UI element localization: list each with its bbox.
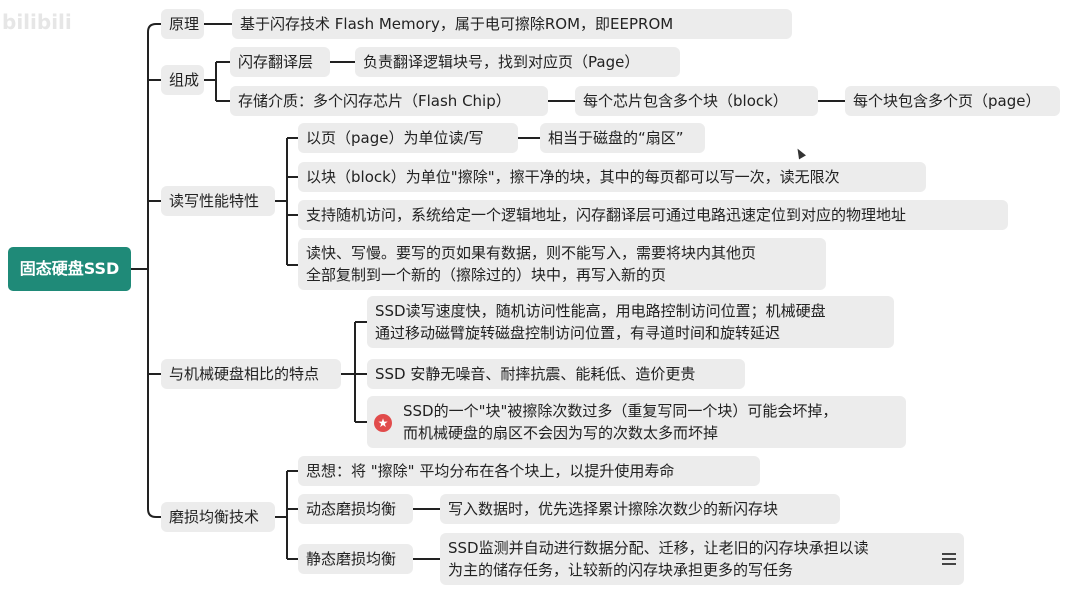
ftl-detail[interactable]: 负责翻译逻辑块号，找到对应页（Page）	[355, 47, 680, 77]
menu-icon[interactable]	[942, 553, 956, 565]
chip-node[interactable]: 每个芯片包含多个块（block）	[575, 86, 818, 116]
ftl-detail-text: 负责翻译逻辑块号，找到对应页（Page）	[363, 53, 640, 71]
block-erase-node[interactable]: 以块（block）为单位"擦除"，擦干净的块，其中的每页都可以写一次，读无限次	[298, 162, 926, 192]
speed-node[interactable]: SSD读写速度快，随机访问性能高，用电路控制访问位置；机械硬盘 通过移动磁臂旋转…	[367, 296, 894, 348]
static-detail-line-2: 为主的储存任务，让较新的闪存块承担更多的写任务	[448, 561, 794, 579]
medium-node[interactable]: 存储介质：多个闪存芯片（Flash Chip）	[230, 86, 548, 116]
read-fast-line-1: 读快、写慢。要写的页如果有数据，则不能写入，需要将块内其他页	[306, 244, 757, 262]
block-erase-text: 以块（block）为单位"擦除"，擦干净的块，其中的每页都可以写一次，读无限次	[306, 168, 840, 186]
branch-rw-label: 读写性能特性	[169, 192, 260, 210]
branch-rw[interactable]: 读写性能特性	[161, 186, 275, 216]
page-rw-node[interactable]: 以页（page）为单位读/写	[298, 123, 518, 153]
branch-principle-label: 原理	[169, 15, 200, 33]
idea-text: 思想：将 "擦除" 平均分布在各个块上，以提升使用寿命	[306, 462, 675, 480]
principle-detail[interactable]: 基于闪存技术 Flash Memory，属于电可擦除ROM，即EEPROM	[232, 9, 792, 39]
quiet-text: SSD 安静无噪音、耐摔抗震、能耗低、造价更贵	[375, 365, 696, 383]
page-rw-detail-text: 相当于磁盘的“扇区”	[548, 129, 684, 147]
static-node[interactable]: 静态磨损均衡	[298, 544, 413, 574]
watermark: bilibili	[2, 10, 72, 34]
wear-line-2: 而机械硬盘的扇区不会因为写的次数太多而坏掉	[403, 424, 719, 442]
page-rw-detail[interactable]: 相当于磁盘的“扇区”	[540, 123, 705, 153]
block-text: 每个块包含多个页（page）	[853, 92, 1041, 110]
root-label: 固态硬盘SSD	[19, 259, 120, 278]
branch-compare-label: 与机械硬盘相比的特点	[169, 365, 320, 383]
static-detail-line-1: SSD监测并自动进行数据分配、迁移，让老旧的闪存块承担以读	[448, 539, 869, 557]
branch-composition[interactable]: 组成	[161, 65, 204, 95]
dynamic-detail-text: 写入数据时，优先选择累计擦除次数少的新闪存块	[448, 500, 779, 518]
speed-line-2: 通过移动磁臂旋转磁盘控制访问位置，有寻道时间和旋转延迟	[375, 324, 781, 342]
dynamic-node[interactable]: 动态磨损均衡	[298, 494, 413, 524]
quiet-node[interactable]: SSD 安静无噪音、耐摔抗震、能耗低、造价更贵	[367, 359, 745, 389]
branch-wearlevel[interactable]: 磨损均衡技术	[161, 502, 275, 532]
static-label: 静态磨损均衡	[306, 550, 397, 568]
speed-line-1: SSD读写速度快，随机访问性能高，用电路控制访问位置；机械硬盘	[375, 302, 826, 320]
branch-compare[interactable]: 与机械硬盘相比的特点	[161, 359, 341, 389]
branch-composition-label: 组成	[169, 71, 200, 89]
random-access-text: 支持随机访问，系统给定一个逻辑地址，闪存翻译层可通过电路迅速定位到对应的物理地址	[306, 206, 907, 224]
branch-wearlevel-label: 磨损均衡技术	[169, 508, 260, 526]
dynamic-label: 动态磨损均衡	[306, 500, 397, 518]
dynamic-detail[interactable]: 写入数据时，优先选择累计擦除次数少的新闪存块	[440, 494, 840, 524]
random-access-node[interactable]: 支持随机访问，系统给定一个逻辑地址，闪存翻译层可通过电路迅速定位到对应的物理地址	[298, 200, 1008, 230]
static-detail[interactable]: SSD监测并自动进行数据分配、迁移，让老旧的闪存块承担以读 为主的储存任务，让较…	[440, 533, 964, 585]
root-node[interactable]: 固态硬盘SSD	[8, 247, 131, 291]
wear-line-1: SSD的一个"块"被擦除次数过多（重复写同一个块）可能会坏掉，	[403, 402, 838, 420]
principle-detail-text: 基于闪存技术 Flash Memory，属于电可擦除ROM，即EEPROM	[240, 15, 674, 33]
star-icon: ★	[374, 414, 392, 432]
read-fast-line-2: 全部复制到一个新的（擦除过的）块中，再写入新的页	[306, 266, 667, 284]
page-rw-label: 以页（page）为单位读/写	[306, 129, 484, 147]
idea-node[interactable]: 思想：将 "擦除" 平均分布在各个块上，以提升使用寿命	[298, 456, 760, 486]
chip-text: 每个芯片包含多个块（block）	[583, 92, 788, 110]
branch-principle[interactable]: 原理	[161, 9, 204, 39]
wear-node[interactable]: SSD的一个"块"被擦除次数过多（重复写同一个块）可能会坏掉， 而机械硬盘的扇区…	[367, 396, 906, 448]
medium-label: 存储介质：多个闪存芯片（Flash Chip）	[238, 92, 511, 110]
read-fast-node[interactable]: 读快、写慢。要写的页如果有数据，则不能写入，需要将块内其他页 全部复制到一个新的…	[298, 238, 826, 290]
ftl-node[interactable]: 闪存翻译层	[230, 47, 330, 77]
block-node[interactable]: 每个块包含多个页（page）	[845, 86, 1060, 116]
ftl-label: 闪存翻译层	[238, 53, 314, 71]
